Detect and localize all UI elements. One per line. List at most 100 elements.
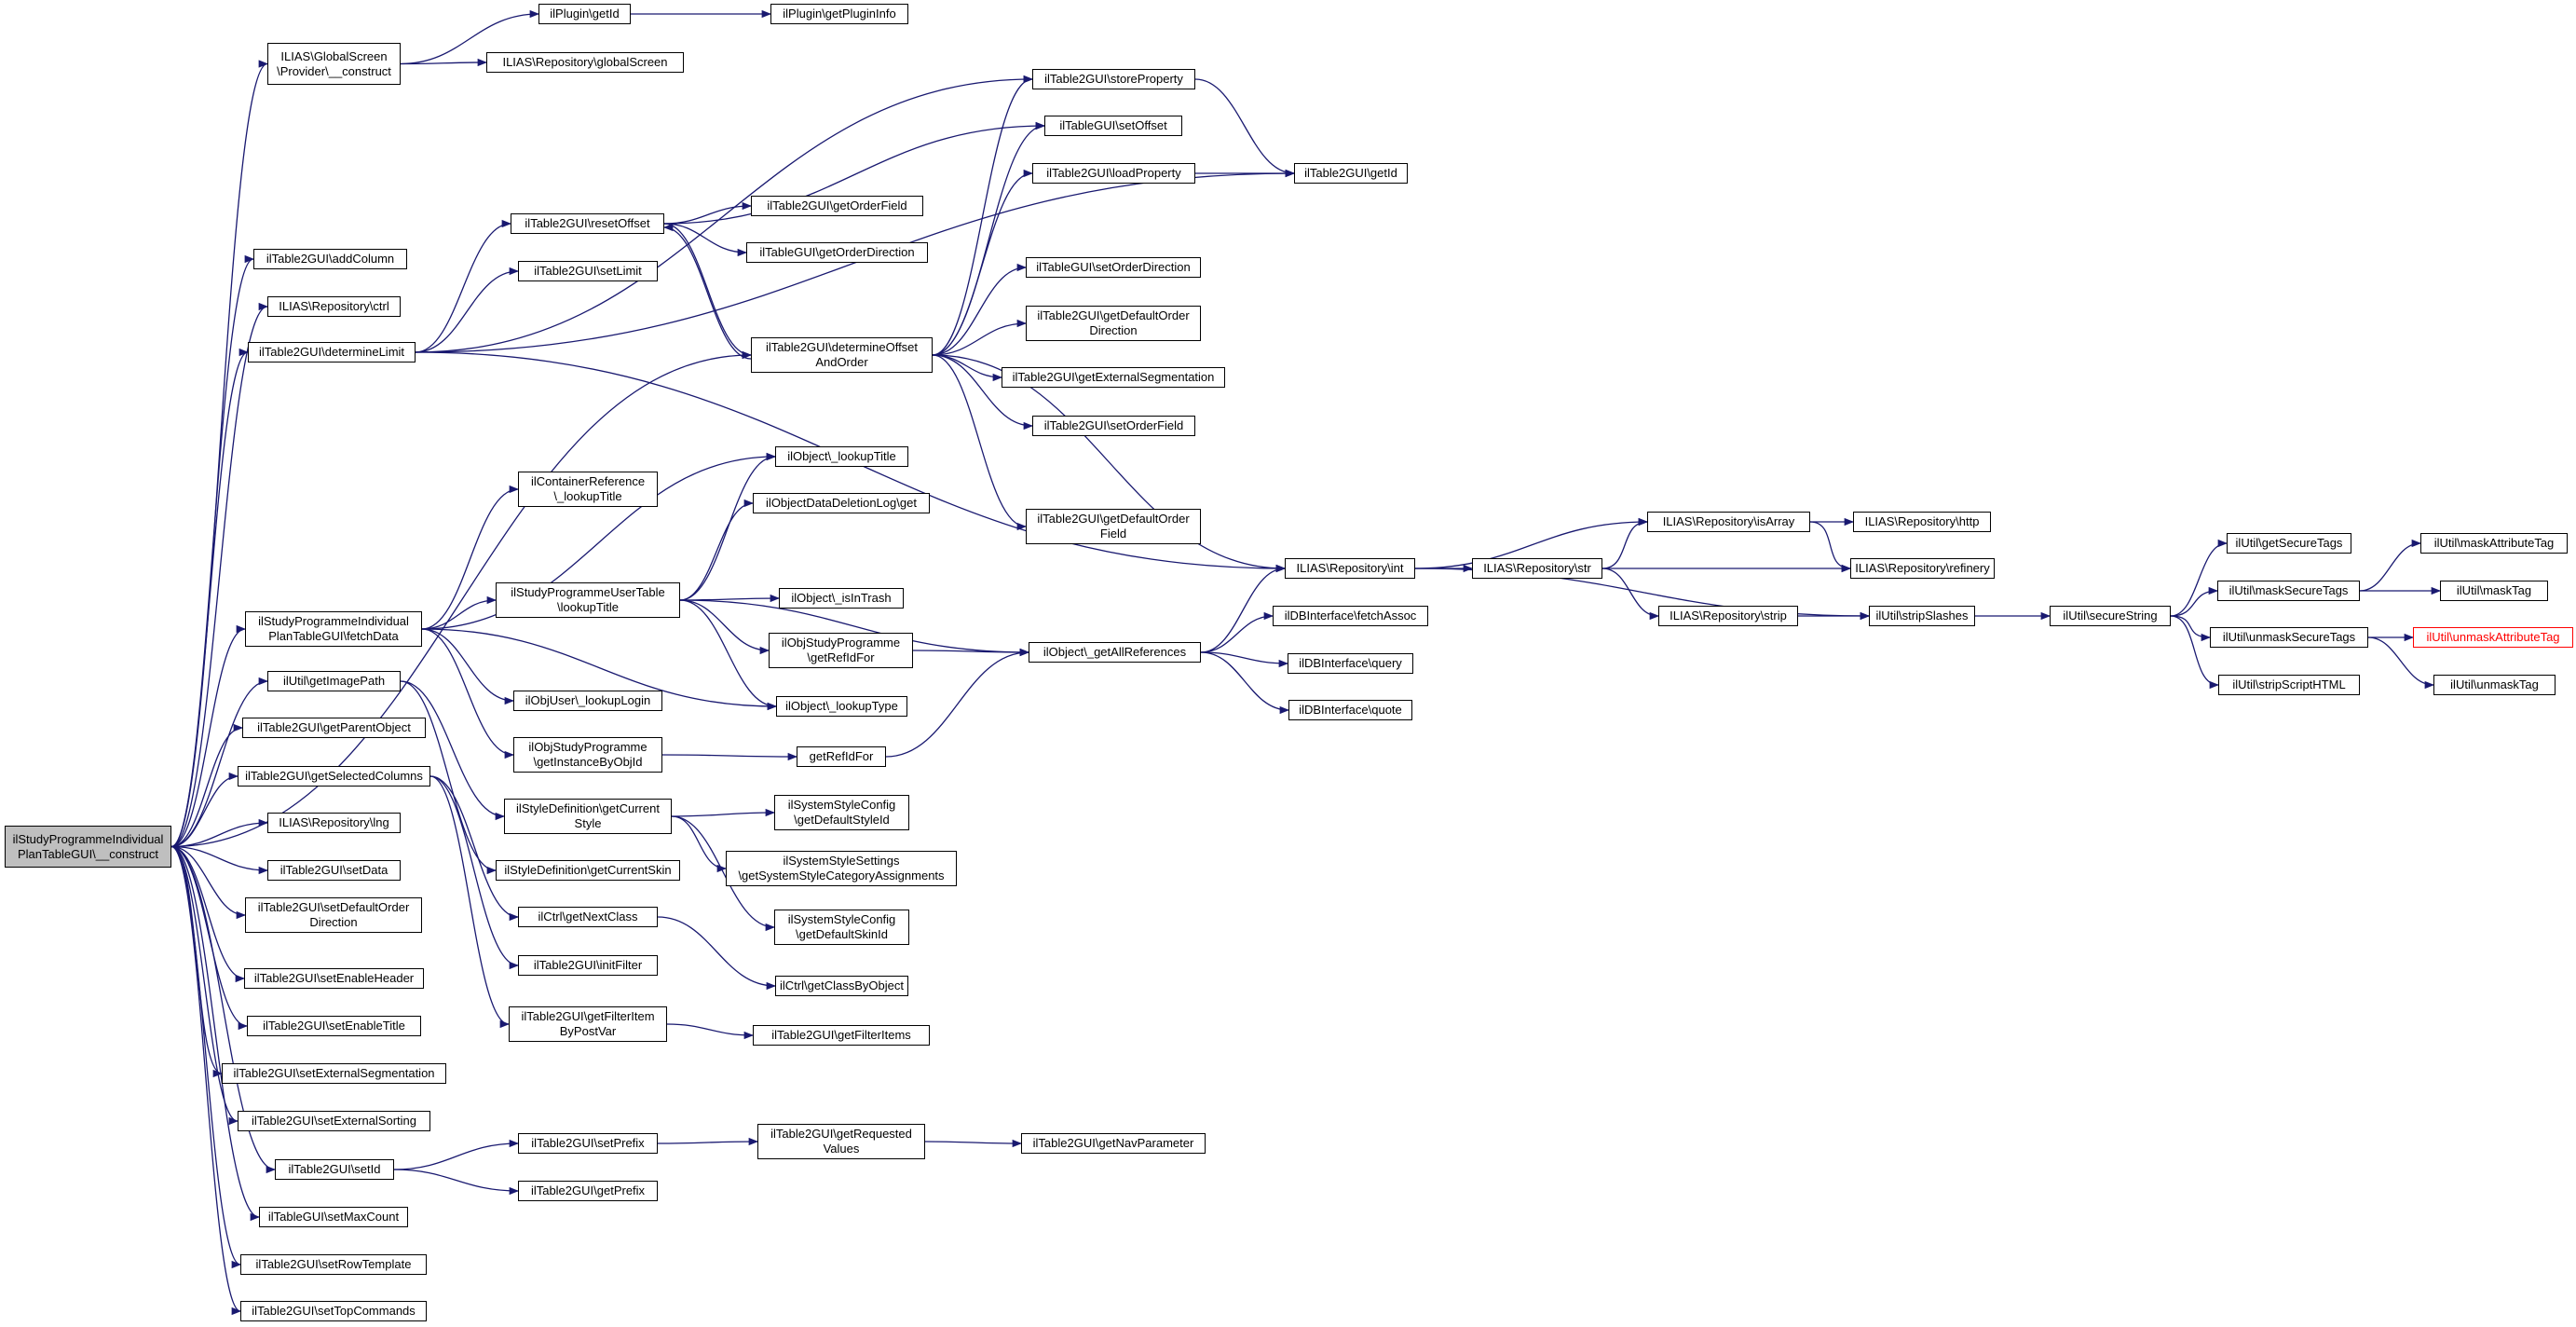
- function-node[interactable]: ilTable2GUI\setData: [267, 860, 401, 881]
- function-node[interactable]: ilTable2GUI\getId: [1294, 163, 1408, 184]
- function-node[interactable]: ilUtil\maskAttributeTag: [2420, 533, 2568, 554]
- function-node[interactable]: ilStudyProgrammeIndividual PlanTableGUI\…: [245, 611, 422, 647]
- call-edge: [2359, 539, 2422, 592]
- function-node[interactable]: ilTable2GUI\getRequested Values: [757, 1124, 925, 1159]
- call-edge: [421, 595, 497, 630]
- function-node[interactable]: ilStyleDefinition\getCurrent Style: [504, 799, 672, 834]
- function-node[interactable]: ilTableGUI\setOrderDirection: [1026, 257, 1201, 278]
- call-edge: [170, 348, 250, 848]
- function-node[interactable]: ilSystemStyleConfig \getDefaultStyleId: [774, 795, 909, 830]
- function-node[interactable]: ilTable2GUI\setExternalSorting: [238, 1111, 430, 1131]
- function-node[interactable]: ilUtil\maskSecureTags: [2217, 581, 2360, 601]
- function-node[interactable]: ILIAS\Repository\refinery: [1850, 558, 1995, 579]
- function-node[interactable]: ilCtrl\getClassByObject: [775, 976, 908, 996]
- function-node[interactable]: ILIAS\Repository\globalScreen: [486, 52, 684, 73]
- function-node[interactable]: ilTable2GUI\getDefaultOrder Direction: [1026, 306, 1201, 341]
- function-node[interactable]: ilPlugin\getId: [538, 4, 631, 24]
- function-node[interactable]: ilUtil\stripSlashes: [1869, 606, 1975, 626]
- function-node[interactable]: ILIAS\Repository\int: [1285, 558, 1415, 579]
- function-node[interactable]: ilTable2GUI\setEnableHeader: [244, 968, 424, 989]
- function-node[interactable]: ILIAS\Repository\lng: [267, 813, 401, 833]
- function-node[interactable]: ilTable2GUI\determineLimit: [248, 342, 416, 363]
- function-node[interactable]: ILIAS\Repository\strip: [1658, 606, 1798, 626]
- call-edge: [170, 818, 269, 848]
- function-node[interactable]: getRefIdFor: [797, 746, 886, 767]
- call-edge: [400, 58, 488, 67]
- function-node[interactable]: ilTable2GUI\setEnableTitle: [247, 1016, 421, 1036]
- function-node[interactable]: ilTableGUI\setMaxCount: [259, 1207, 408, 1227]
- call-edge: [663, 223, 748, 257]
- function-node[interactable]: ilTable2GUI\initFilter: [518, 955, 658, 976]
- function-node[interactable]: ilUtil\secureString: [2050, 606, 2171, 626]
- function-node[interactable]: ilStudyProgrammeUserTable \lookupTitle: [496, 582, 680, 618]
- function-node[interactable]: ilTableGUI\getOrderDirection: [746, 242, 928, 263]
- function-node[interactable]: ilTable2GUI\getDefaultOrder Field: [1026, 509, 1201, 544]
- function-node[interactable]: ilTable2GUI\setOrderField: [1032, 416, 1195, 436]
- function-node[interactable]: ilObjUser\_lookupLogin: [513, 691, 662, 711]
- function-node[interactable]: ilTable2GUI\resetOffset: [511, 213, 664, 234]
- function-node[interactable]: ilTable2GUI\getPrefix: [518, 1181, 658, 1201]
- function-node[interactable]: ilSystemStyleSettings \getSystemStyleCat…: [726, 851, 957, 886]
- function-node[interactable]: ilDBInterface\query: [1288, 653, 1413, 674]
- function-node[interactable]: ilTable2GUI\getOrderField: [751, 196, 923, 216]
- call-edge: [2170, 615, 2220, 690]
- call-edge: [400, 9, 540, 65]
- function-node[interactable]: ilObjectDataDeletionLog\get: [753, 493, 930, 513]
- function-node[interactable]: ilTable2GUI\setDefaultOrder Direction: [245, 897, 422, 933]
- function-node[interactable]: ilObject\_isInTrash: [779, 588, 904, 609]
- function-node[interactable]: ilUtil\getSecureTags: [2227, 533, 2351, 554]
- call-edge: [885, 648, 1030, 758]
- function-node[interactable]: ilObject\_lookupTitle: [775, 446, 908, 467]
- function-node[interactable]: ilTable2GUI\getFilterItems: [753, 1025, 930, 1046]
- function-node[interactable]: ilTable2GUI\setExternalSegmentation: [222, 1063, 446, 1084]
- function-node[interactable]: ilObjStudyProgramme \getRefIdFor: [769, 633, 913, 668]
- call-edge: [679, 499, 755, 601]
- function-node[interactable]: ilObject\_lookupType: [776, 696, 907, 717]
- call-edge: [2367, 636, 2435, 690]
- function-node[interactable]: ilTable2GUI\setTopCommands: [240, 1301, 427, 1321]
- function-node[interactable]: ilUtil\getImagePath: [267, 671, 401, 691]
- function-node[interactable]: ilTable2GUI\setId: [275, 1159, 394, 1180]
- call-edge: [1200, 651, 1290, 715]
- function-node[interactable]: ilTable2GUI\determineOffset AndOrder: [751, 337, 933, 373]
- function-node[interactable]: ilObject\_getAllReferences: [1029, 642, 1201, 663]
- call-edge: [1200, 564, 1287, 653]
- function-node[interactable]: ILIAS\Repository\http: [1853, 512, 1991, 532]
- function-node[interactable]: ilTable2GUI\loadProperty: [1032, 163, 1195, 184]
- function-node[interactable]: ILIAS\GlobalScreen \Provider\__construct: [267, 43, 401, 85]
- call-edge: [170, 772, 239, 848]
- function-node[interactable]: ilTable2GUI\getSelectedColumns: [238, 766, 430, 787]
- function-node[interactable]: ilUtil\unmaskTag: [2433, 675, 2556, 695]
- function-node[interactable]: ilSystemStyleConfig \getDefaultSkinId: [774, 910, 909, 945]
- function-node[interactable]: ILIAS\Repository\str: [1472, 558, 1602, 579]
- function-node[interactable]: ilTableGUI\setOffset: [1044, 116, 1182, 136]
- function-node[interactable]: ilDBInterface\quote: [1288, 700, 1412, 720]
- function-node[interactable]: ilTable2GUI\getParentObject: [242, 718, 426, 738]
- function-node[interactable]: ilCtrl\getNextClass: [518, 907, 658, 927]
- call-edge: [415, 219, 512, 353]
- function-node[interactable]: ilUtil\unmaskSecureTags: [2210, 627, 2368, 648]
- function-node[interactable]: ilObjStudyProgramme \getInstanceByObjId: [513, 737, 662, 773]
- function-node[interactable]: ilTable2GUI\storeProperty: [1032, 69, 1195, 89]
- function-node[interactable]: ilStyleDefinition\getCurrentSkin: [496, 860, 680, 881]
- function-node[interactable]: ilTable2GUI\getExternalSegmentation: [1002, 367, 1225, 388]
- function-node[interactable]: ilTable2GUI\setPrefix: [518, 1133, 658, 1154]
- function-node[interactable]: ilTable2GUI\addColumn: [253, 249, 407, 269]
- root-function-node[interactable]: ilStudyProgrammeIndividual PlanTableGUI\…: [5, 826, 171, 868]
- function-node[interactable]: ilUtil\maskTag: [2440, 581, 2548, 601]
- function-node[interactable]: ilTable2GUI\setLimit: [518, 261, 658, 281]
- function-node[interactable]: ilPlugin\getPluginInfo: [770, 4, 908, 24]
- call-edge: [170, 845, 277, 1174]
- function-node[interactable]: ilUtil\stripScriptHTML: [2218, 675, 2360, 695]
- function-node[interactable]: ilContainerReference \_lookupTitle: [518, 472, 658, 507]
- function-node[interactable]: ilTable2GUI\getFilterItem ByPostVar: [509, 1006, 667, 1042]
- function-node[interactable]: ILIAS\Repository\isArray: [1647, 512, 1810, 532]
- function-node[interactable]: ilDBInterface\fetchAssoc: [1273, 606, 1428, 626]
- call-edge: [1414, 517, 1649, 569]
- function-node[interactable]: ilUtil\unmaskAttributeTag: [2413, 627, 2573, 648]
- function-node[interactable]: ilTable2GUI\getNavParameter: [1021, 1133, 1206, 1154]
- function-node[interactable]: ILIAS\Repository\ctrl: [267, 296, 401, 317]
- function-node[interactable]: ilTable2GUI\setRowTemplate: [240, 1254, 427, 1275]
- call-edge: [679, 599, 778, 711]
